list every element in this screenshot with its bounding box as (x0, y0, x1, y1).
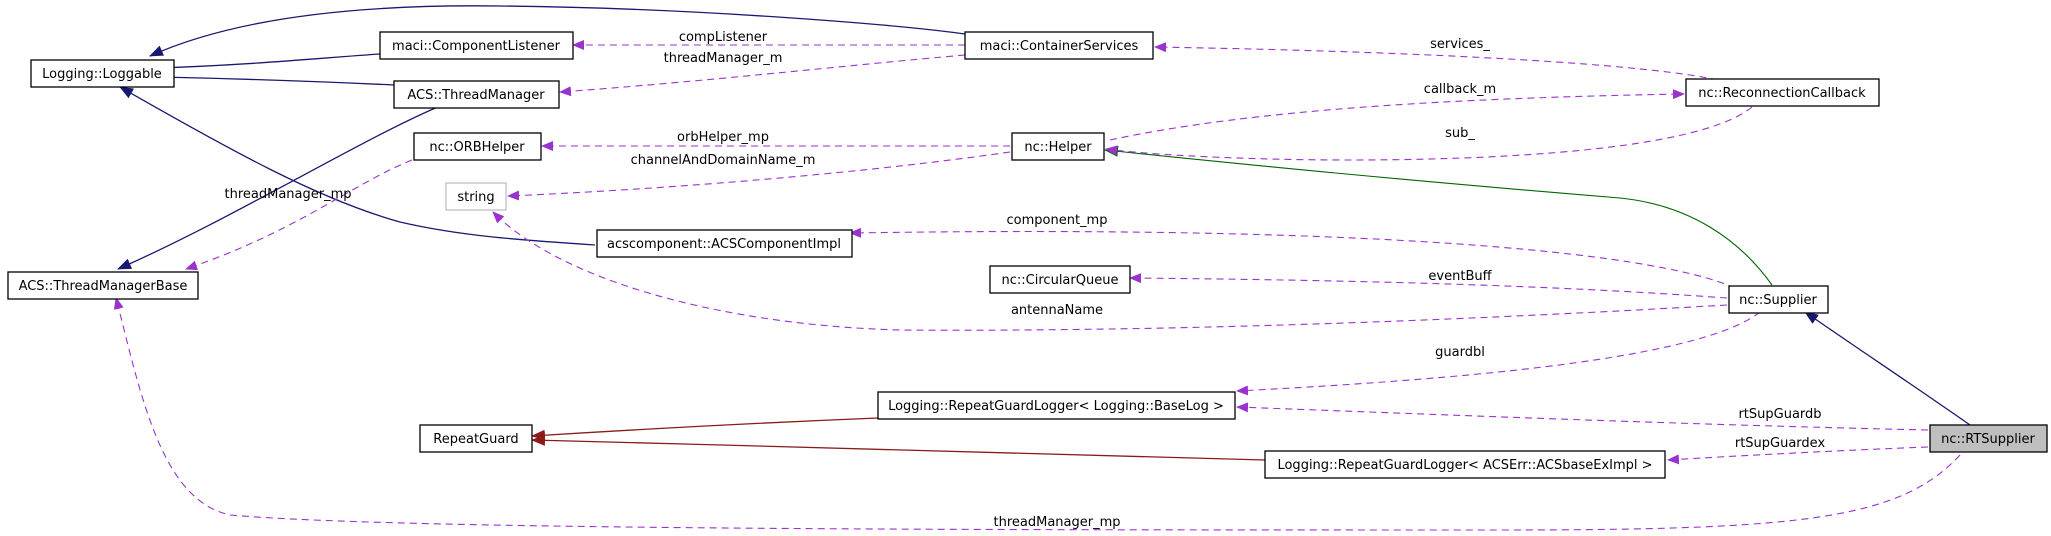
usage-edges (113, 40, 1961, 531)
label-component-mp: component_mp (1007, 213, 1108, 228)
node-label: nc::ReconnectionCallback (1698, 86, 1866, 101)
label-sub: sub_ (1445, 126, 1475, 141)
edge-rtsupplier-to-supplier (1804, 311, 1971, 426)
node-label: nc::RTSupplier (1941, 432, 2035, 447)
edge-rtsupguardex (1667, 446, 1929, 465)
node-label: Logging::RepeatGuardLogger< ACSErr::ACSb… (1277, 458, 1652, 473)
node-string[interactable]: string (445, 182, 507, 211)
node-nc-circularqueue[interactable]: nc::CircularQueue (989, 265, 1131, 294)
label-threadmanager-mp-orbhelper: threadManager_mp (224, 187, 351, 202)
label-channelanddomainname-m: channelAndDomainName_m (631, 153, 816, 168)
label-complistener: compListener (679, 30, 768, 45)
node-label: Logging::Loggable (42, 67, 162, 82)
node-label: ACS::ThreadManagerBase (19, 279, 188, 294)
edge-supplier-to-helper (1104, 145, 1773, 286)
node-acs-threadmanager[interactable]: ACS::ThreadManager (393, 80, 560, 109)
label-rtsupguardb: rtSupGuardb (1738, 407, 1821, 422)
edge-threadmanager-mp-orbhelper (185, 159, 413, 271)
label-eventbuff: eventBuff (1428, 269, 1492, 284)
node-label: string (457, 190, 494, 205)
nodes: Logging::Loggable maci::ComponentListene… (7, 31, 2048, 479)
edge-callback-m (1109, 89, 1685, 141)
node-label: nc::ORBHelper (429, 140, 525, 155)
edge-containerservices-to-loggable (149, 5, 966, 57)
label-threadmanager-mp-rtsupplier: threadManager_mp (993, 515, 1120, 530)
node-nc-rtsupplier[interactable]: nc::RTSupplier (1929, 424, 2048, 453)
label-antennaname: antennaName (1011, 303, 1103, 318)
edge-sub (1105, 106, 1753, 161)
node-nc-reconnectioncallback[interactable]: nc::ReconnectionCallback (1685, 78, 1880, 107)
label-rtsupguardex: rtSupGuardex (1735, 436, 1826, 451)
node-logging-loggable[interactable]: Logging::Loggable (30, 59, 175, 88)
node-label: nc::CircularQueue (1002, 273, 1119, 288)
node-nc-helper[interactable]: nc::Helper (1011, 132, 1105, 161)
edge-labels: compListener threadManager_m services_ c… (224, 30, 1825, 530)
node-label: maci::ContainerServices (980, 39, 1139, 54)
node-logging-repeatguardlogger-baselog[interactable]: Logging::RepeatGuardLogger< Logging::Bas… (877, 391, 1236, 420)
node-maci-containerservices[interactable]: maci::ContainerServices (964, 31, 1154, 60)
node-label: nc::Supplier (1739, 293, 1817, 308)
node-label: maci::ComponentListener (392, 39, 561, 54)
label-services: services_ (1430, 37, 1490, 52)
node-repeatguard[interactable]: RepeatGuard (419, 424, 533, 453)
edge-componentlistener-to-loggable (157, 53, 381, 74)
label-orbhelper-mp: orbHelper_mp (677, 130, 769, 145)
label-guardbl: guardbl (1435, 345, 1485, 360)
node-logging-repeatguardlogger-acsbaseeximpl[interactable]: Logging::RepeatGuardLogger< ACSErr::ACSb… (1264, 450, 1666, 479)
edge-repeatguardlogger-acsbaseex-to-repeatguard (531, 434, 1266, 461)
node-label: ACS::ThreadManager (407, 88, 545, 103)
inheritance-edges (117, 5, 1971, 461)
edge-threadmanager-m (559, 54, 966, 97)
edge-threadmanager-to-threadmanagerbase (117, 105, 441, 270)
edge-eventbuff (1129, 273, 1728, 299)
label-threadmanager-m: threadManager_m (664, 51, 783, 66)
edge-guardbl (1236, 311, 1761, 396)
edge-threadmanager-to-loggable (159, 71, 395, 86)
node-nc-supplier[interactable]: nc::Supplier (1728, 285, 1829, 314)
node-acscomponent-acscomponentimpl[interactable]: acscomponent::ACSComponentImpl (596, 229, 853, 258)
edge-services (1154, 42, 1719, 81)
edge-antennaname (492, 211, 1728, 331)
node-label: acscomponent::ACSComponentImpl (607, 237, 841, 252)
edge-repeatguardlogger-baselog-to-repeatguard (531, 417, 879, 441)
edge-threadmanager-mp-rtsupplier (113, 297, 1961, 531)
node-nc-orbhelper[interactable]: nc::ORBHelper (413, 132, 542, 161)
node-label: Logging::RepeatGuardLogger< Logging::Bas… (888, 399, 1224, 414)
edge-component-mp (849, 227, 1736, 289)
edge-rtsupguardb (1236, 402, 1929, 431)
edge-acscomponentimpl-to-loggable (119, 86, 596, 246)
node-label: nc::Helper (1024, 140, 1092, 155)
node-acs-threadmanagerbase[interactable]: ACS::ThreadManagerBase (7, 271, 199, 300)
node-maci-componentlistener[interactable]: maci::ComponentListener (379, 31, 574, 60)
label-callback-m: callback_m (1424, 82, 1496, 97)
node-label: RepeatGuard (433, 432, 518, 447)
